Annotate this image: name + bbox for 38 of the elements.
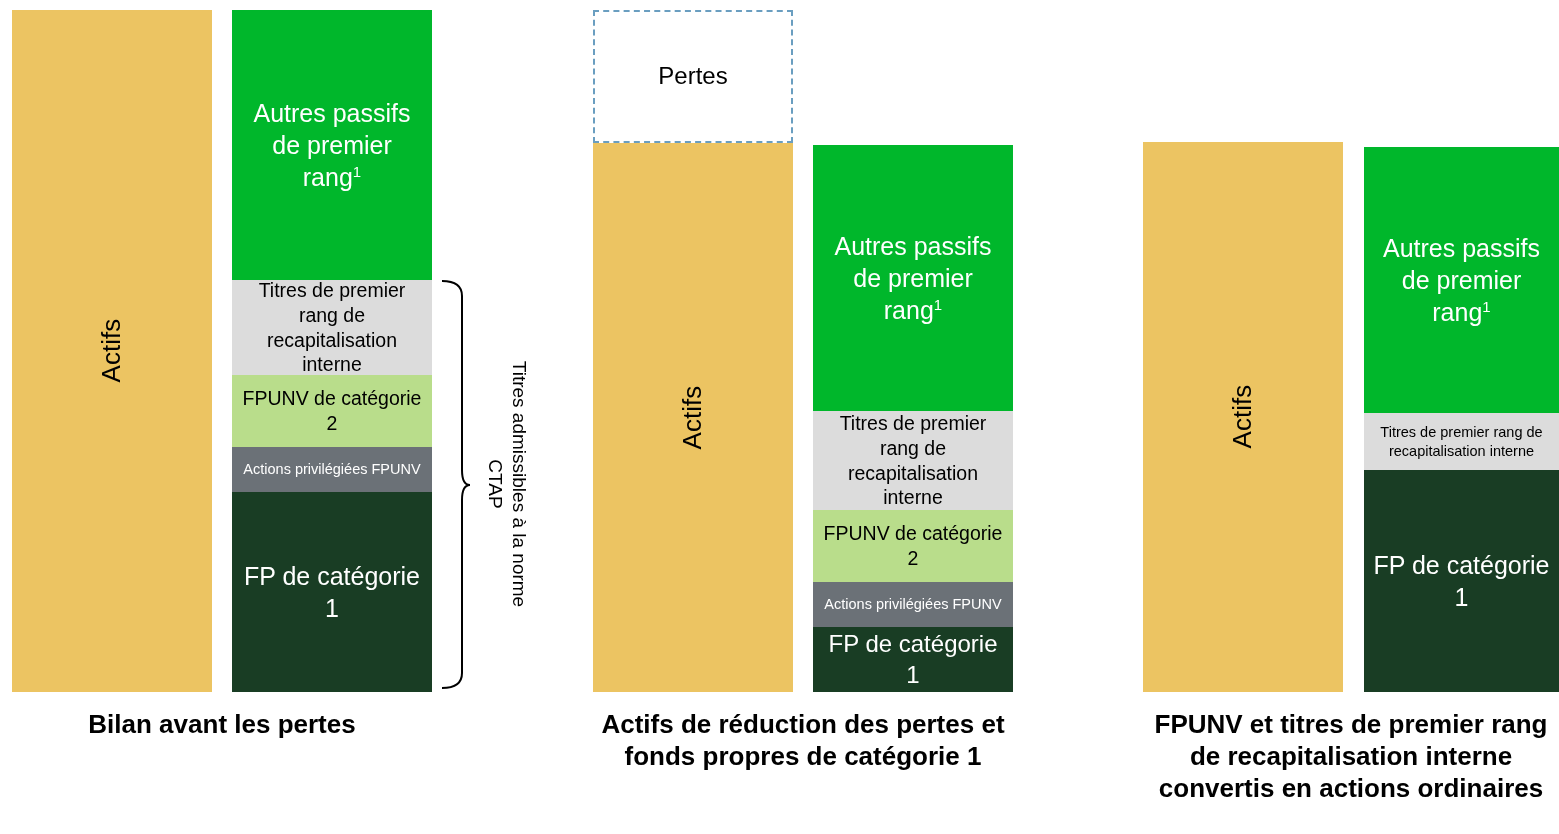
capital-block xyxy=(232,492,432,692)
asset-bar xyxy=(593,143,793,692)
block-label: FPUNV de catégorie 2 xyxy=(241,386,423,436)
block-label: Actions privilégiées FPUNV xyxy=(823,595,1003,614)
capital-block xyxy=(813,582,1013,627)
capital-block xyxy=(1364,413,1559,470)
capital-block xyxy=(232,280,432,375)
capital-block xyxy=(813,510,1013,582)
block-label: Titres de premier rang de recapitalisation interne xyxy=(838,410,988,511)
block-label: Autres passifs de premier rang$^{1}$ xyxy=(252,98,412,193)
block-label: FP de catégorie 1 xyxy=(1372,550,1551,613)
block-label: FP de catégorie 1 xyxy=(827,628,999,690)
block-label: Actifs xyxy=(676,384,709,452)
bracket-label: Titres admissibles à la norme CTAP xyxy=(484,359,531,610)
block-label: Actions privilégiées FPUNV xyxy=(242,460,422,479)
asset-bar xyxy=(1143,142,1343,692)
block-label: Pertes xyxy=(657,61,729,92)
capital-block xyxy=(813,627,1013,692)
dashed-loss-box xyxy=(593,10,793,143)
block-label: Autres passifs de premier rang$^{1}$ xyxy=(1382,233,1541,328)
capital-block xyxy=(232,447,432,492)
block-label: FP de catégorie 1 xyxy=(242,561,421,624)
asset-bar xyxy=(12,10,212,692)
panel-caption: Bilan avant les pertes xyxy=(87,708,357,740)
block-label: Autres passifs de premier rang$^{1}$ xyxy=(833,231,993,326)
block-label: FPUNV de catégorie 2 xyxy=(822,521,1004,571)
capital-block xyxy=(813,411,1013,510)
block-label: Actifs xyxy=(95,318,128,385)
block-label: Titres de premier rang de recapitalisation interne xyxy=(257,277,407,378)
capital-block xyxy=(232,375,432,447)
block-label: Titres de premier rang de recapitalisation interne xyxy=(1379,422,1544,461)
liability-block xyxy=(232,10,432,280)
liability-block xyxy=(813,145,1013,411)
liability-block xyxy=(1364,147,1559,413)
block-label: Actifs xyxy=(1226,384,1259,451)
capital-block xyxy=(1364,470,1559,692)
panel-caption: Actifs de réduction des pertes et fonds propres de catégorie 1 xyxy=(600,708,1006,772)
panel-caption: FPUNV et titres de premier rang de recapitalisation interne convertis en actions ordinaires xyxy=(1153,708,1549,804)
